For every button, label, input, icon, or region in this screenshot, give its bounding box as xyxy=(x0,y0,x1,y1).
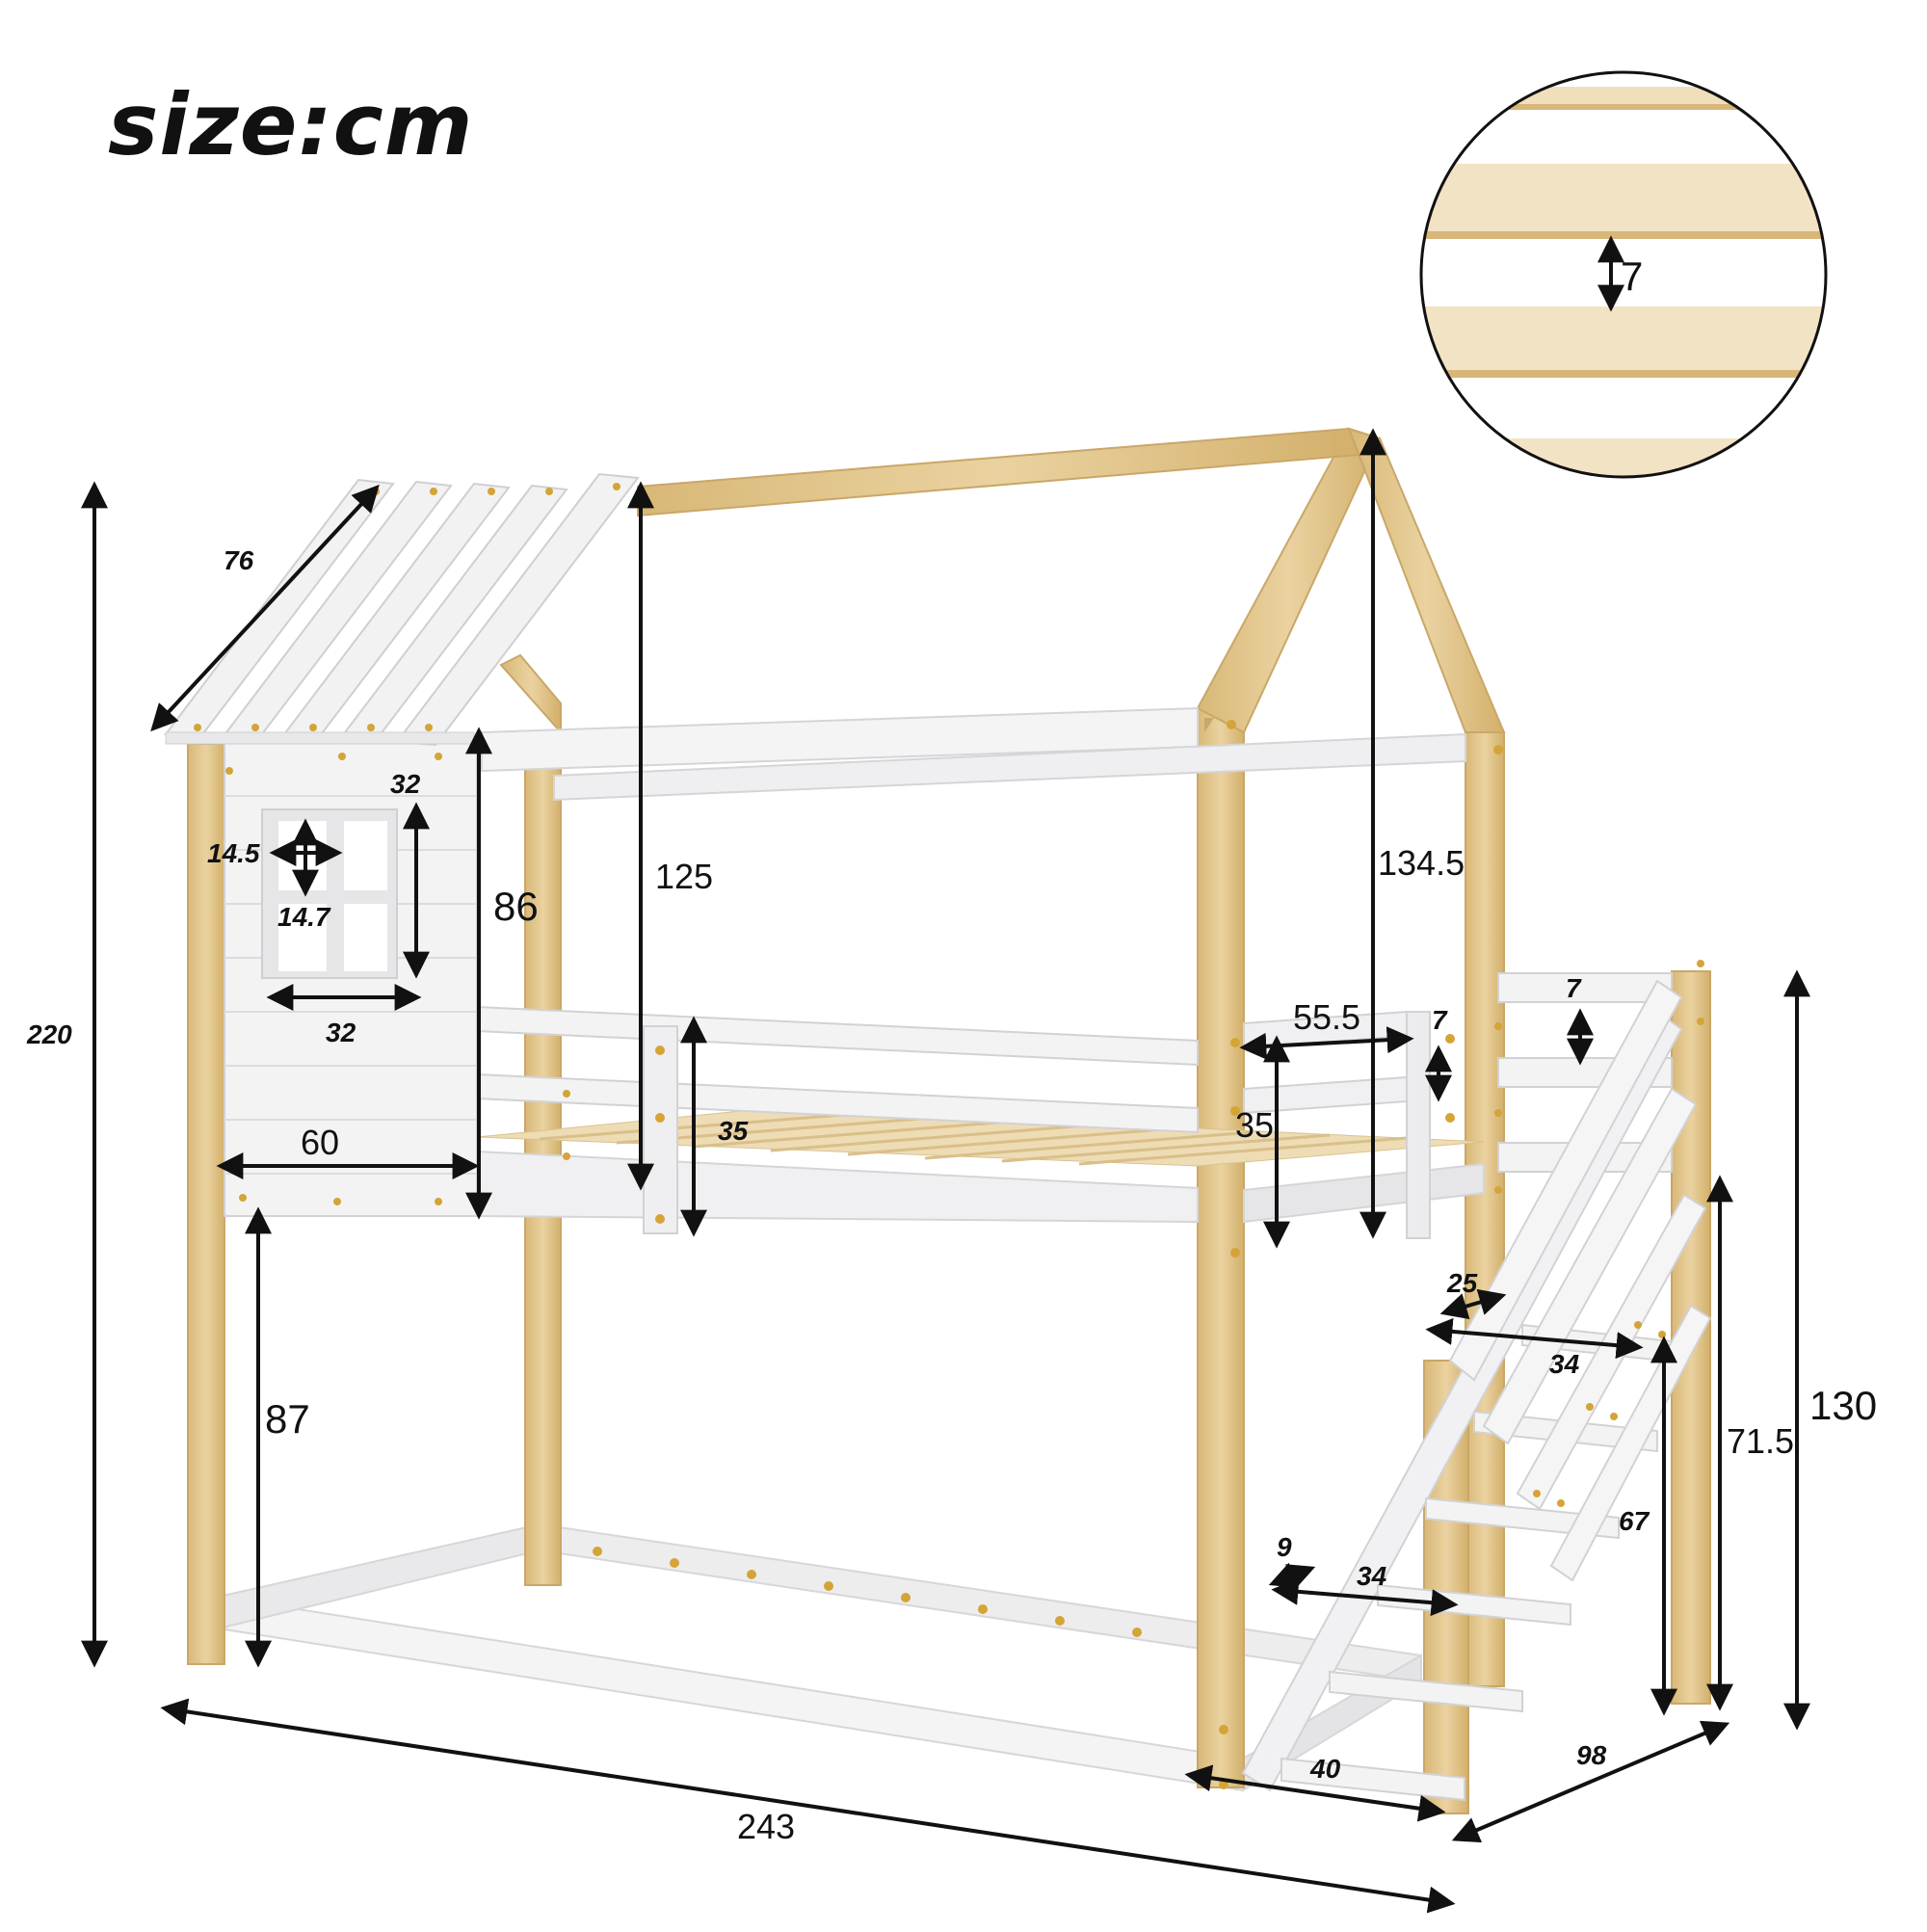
dim-guardrail-opening: 55.5 xyxy=(1293,997,1361,1037)
window-pane-br xyxy=(344,904,387,971)
dim-stair-rail-gap: 7 xyxy=(1566,973,1581,1003)
dim-house-panel-height: 86 xyxy=(493,884,539,929)
dim-roof-slat-length: 76 xyxy=(224,545,254,575)
dim-overall-width: 98 xyxy=(1576,1740,1607,1770)
dim-overall-height: 220 xyxy=(27,1019,72,1049)
dim-stair-footprint: 40 xyxy=(1310,1754,1341,1784)
dim-window-top-width: 32 xyxy=(390,769,421,799)
dimension-arrows xyxy=(81,428,1810,1914)
post-front-right xyxy=(1197,707,1245,1788)
dim-guardrail-rail-gap: 7 xyxy=(1432,1005,1447,1035)
dim-guardrail-height: 35 xyxy=(718,1116,749,1146)
post-front-left xyxy=(187,743,225,1665)
dim-roof-height-left: 125 xyxy=(655,857,714,896)
dim-slat-gap-detail: 7 xyxy=(1621,253,1644,299)
dim-roof-height-right: 134.5 xyxy=(1378,843,1465,883)
dim-window-pane-width: 14.5 xyxy=(207,838,260,868)
top-rails xyxy=(481,706,1466,802)
roof-slats xyxy=(164,472,640,747)
dim-window-bottom-width: 32 xyxy=(326,1018,356,1047)
dim-stair-depth-top: 25 xyxy=(1447,1268,1478,1298)
dim-stair-width: 34 xyxy=(1549,1349,1580,1379)
dim-stair-total-height: 130 xyxy=(1809,1383,1878,1428)
dim-step-depth: 9 xyxy=(1277,1532,1292,1562)
dim-overall-length: 243 xyxy=(737,1807,796,1846)
window-pane-tr xyxy=(344,821,387,890)
window-pane-tl xyxy=(278,821,327,890)
bed-surface xyxy=(476,1107,1485,1224)
dim-stair-platform-height: 71.5 xyxy=(1727,1421,1795,1461)
house-panel xyxy=(224,741,478,1217)
dim-stair-post-height: 67 xyxy=(1619,1506,1650,1536)
dim-under-bed-clearance: 87 xyxy=(265,1396,310,1442)
dim-step-width: 34 xyxy=(1357,1561,1387,1591)
dim-guardrail-height-right: 35 xyxy=(1235,1105,1275,1145)
page-title: size:cm xyxy=(108,75,474,174)
post-back-right xyxy=(1465,731,1505,1687)
window-pane-bl xyxy=(278,904,327,971)
dim-house-panel-width: 60 xyxy=(301,1123,340,1162)
roof-frame xyxy=(499,427,1506,735)
dim-window-pane-height: 14.7 xyxy=(277,902,330,932)
